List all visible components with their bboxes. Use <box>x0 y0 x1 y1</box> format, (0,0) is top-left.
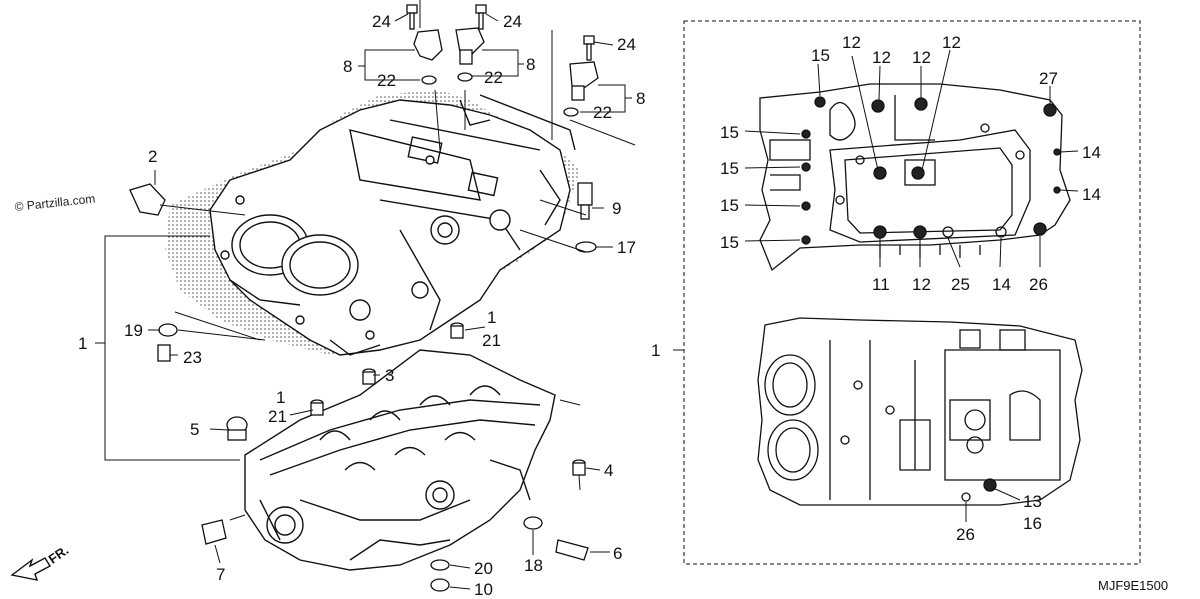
callout-r-14-b: 14 <box>1082 185 1101 204</box>
callout-r-12-b: 12 <box>872 48 891 67</box>
callout-3: 3 <box>385 366 395 385</box>
callout-r-14-c: 14 <box>992 275 1011 294</box>
callout-1-dowel-lower: 1 <box>276 388 286 407</box>
callout-22-a: 22 <box>377 71 396 90</box>
callout-r-26-top: 26 <box>1029 275 1048 294</box>
upper-crankcase-top-view <box>759 83 1071 272</box>
callout-r-15-c: 15 <box>720 196 739 215</box>
callout-24-a: 24 <box>372 12 391 31</box>
callout-r-13: 13 <box>1023 492 1042 511</box>
callout-r-12-d: 12 <box>942 33 961 52</box>
callout-1-dowel-upper: 1 <box>487 308 497 327</box>
callout-23: 23 <box>183 348 202 367</box>
detail-frame <box>683 20 1141 565</box>
callout-9: 9 <box>612 199 622 218</box>
callout-2: 2 <box>148 147 158 166</box>
front-arrow-icon <box>10 557 51 581</box>
callout-6: 6 <box>613 544 623 563</box>
callout-8-c: 8 <box>636 89 646 108</box>
callout-1-right: 1 <box>651 341 661 360</box>
callout-24-c: 24 <box>617 35 636 54</box>
callout-r-15-top: 15 <box>811 46 830 65</box>
callout-17: 17 <box>617 238 636 257</box>
callout-r-16: 16 <box>1023 514 1042 533</box>
callout-10: 10 <box>474 580 493 599</box>
small-parts <box>129 4 599 592</box>
callout-r-11: 11 <box>872 275 890 294</box>
callout-21-upper: 21 <box>482 331 501 350</box>
callout-19: 19 <box>124 321 143 340</box>
callout-r-15-b: 15 <box>720 159 739 178</box>
callout-7: 7 <box>216 565 226 584</box>
callout-24-b: 24 <box>503 12 522 31</box>
callout-18: 18 <box>524 556 543 575</box>
upper-crankcase <box>165 90 580 356</box>
lower-crankcase <box>244 349 556 571</box>
callout-r-25: 25 <box>951 275 970 294</box>
callout-r-27: 27 <box>1039 69 1058 88</box>
leader-lines <box>95 0 636 590</box>
callout-20: 20 <box>474 559 493 578</box>
callout-21-lower: 21 <box>268 407 287 426</box>
lower-crankcase-bottom-view <box>757 317 1083 506</box>
callout-r-12-c: 12 <box>912 48 931 67</box>
callout-5: 5 <box>190 420 200 439</box>
callout-1-left: 1 <box>78 334 88 353</box>
callout-8-b: 8 <box>526 55 536 74</box>
callout-r-12-e: 12 <box>912 275 931 294</box>
callout-4: 4 <box>604 461 614 480</box>
callout-22-c: 22 <box>593 103 612 122</box>
callout-r-14-a: 14 <box>1082 143 1101 162</box>
right-leader-lines <box>744 49 1079 522</box>
diagram-code: MJF9E1500 <box>1098 578 1169 593</box>
callout-r-12-a: 12 <box>842 33 861 52</box>
callout-r-15-d: 15 <box>720 233 739 252</box>
callout-22-b: 22 <box>484 68 503 87</box>
callout-8-a: 8 <box>343 57 353 76</box>
callout-r-26-bottom: 26 <box>956 525 975 544</box>
callout-r-15-a: 15 <box>720 123 739 142</box>
